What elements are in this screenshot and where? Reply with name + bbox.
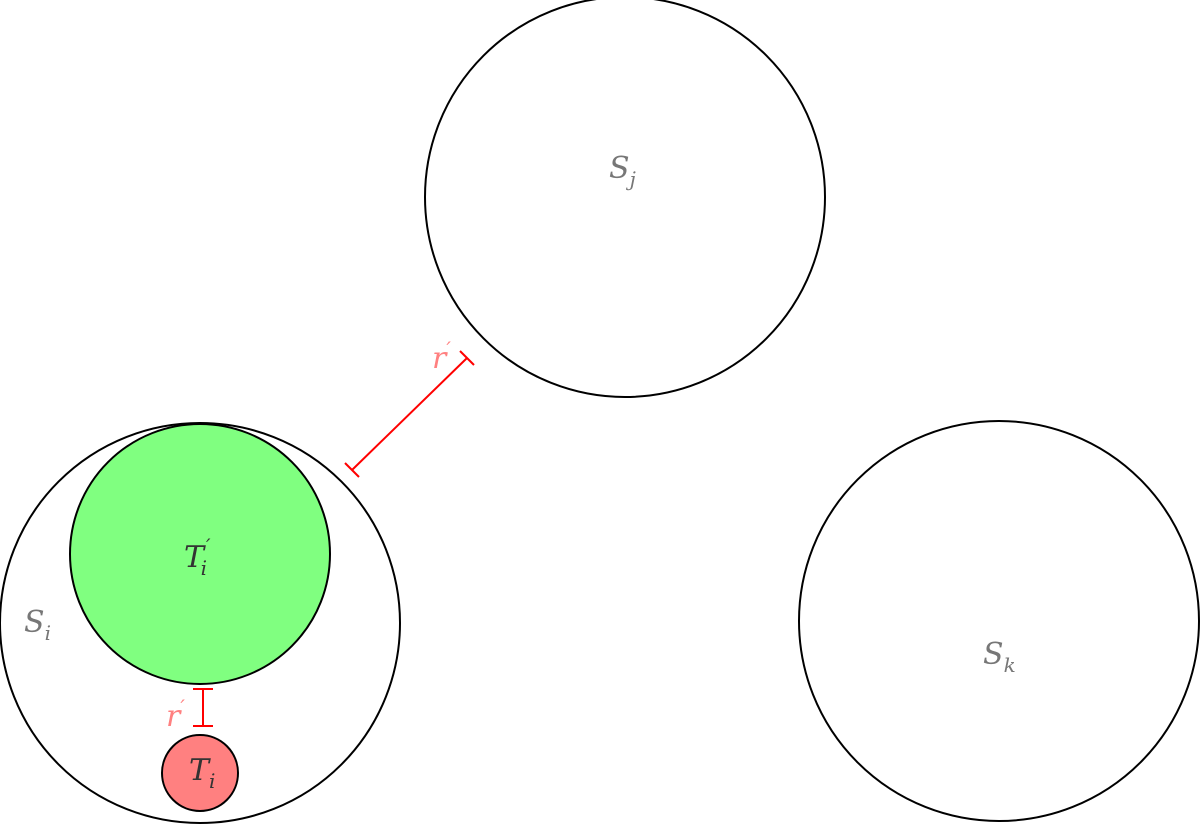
label-s-j: Sj — [609, 151, 636, 191]
circle-s-k — [798, 420, 1200, 822]
label-t-i-prime: T′i — [184, 534, 211, 580]
label-t-i: Ti — [189, 753, 215, 793]
label-s-k: Sk — [983, 637, 1016, 677]
label-r-prime-vertical: r′ — [166, 695, 185, 734]
circle-s-j — [424, 0, 826, 398]
circle-t-i — [161, 734, 239, 812]
dimension-r-prime-vertical — [193, 688, 213, 727]
label-r-prime-diagonal: r′ — [432, 337, 451, 376]
label-s-i: Si — [24, 605, 51, 645]
dimension-r-prime-diagonal — [344, 350, 475, 478]
circle-t-i-prime — [69, 423, 331, 685]
